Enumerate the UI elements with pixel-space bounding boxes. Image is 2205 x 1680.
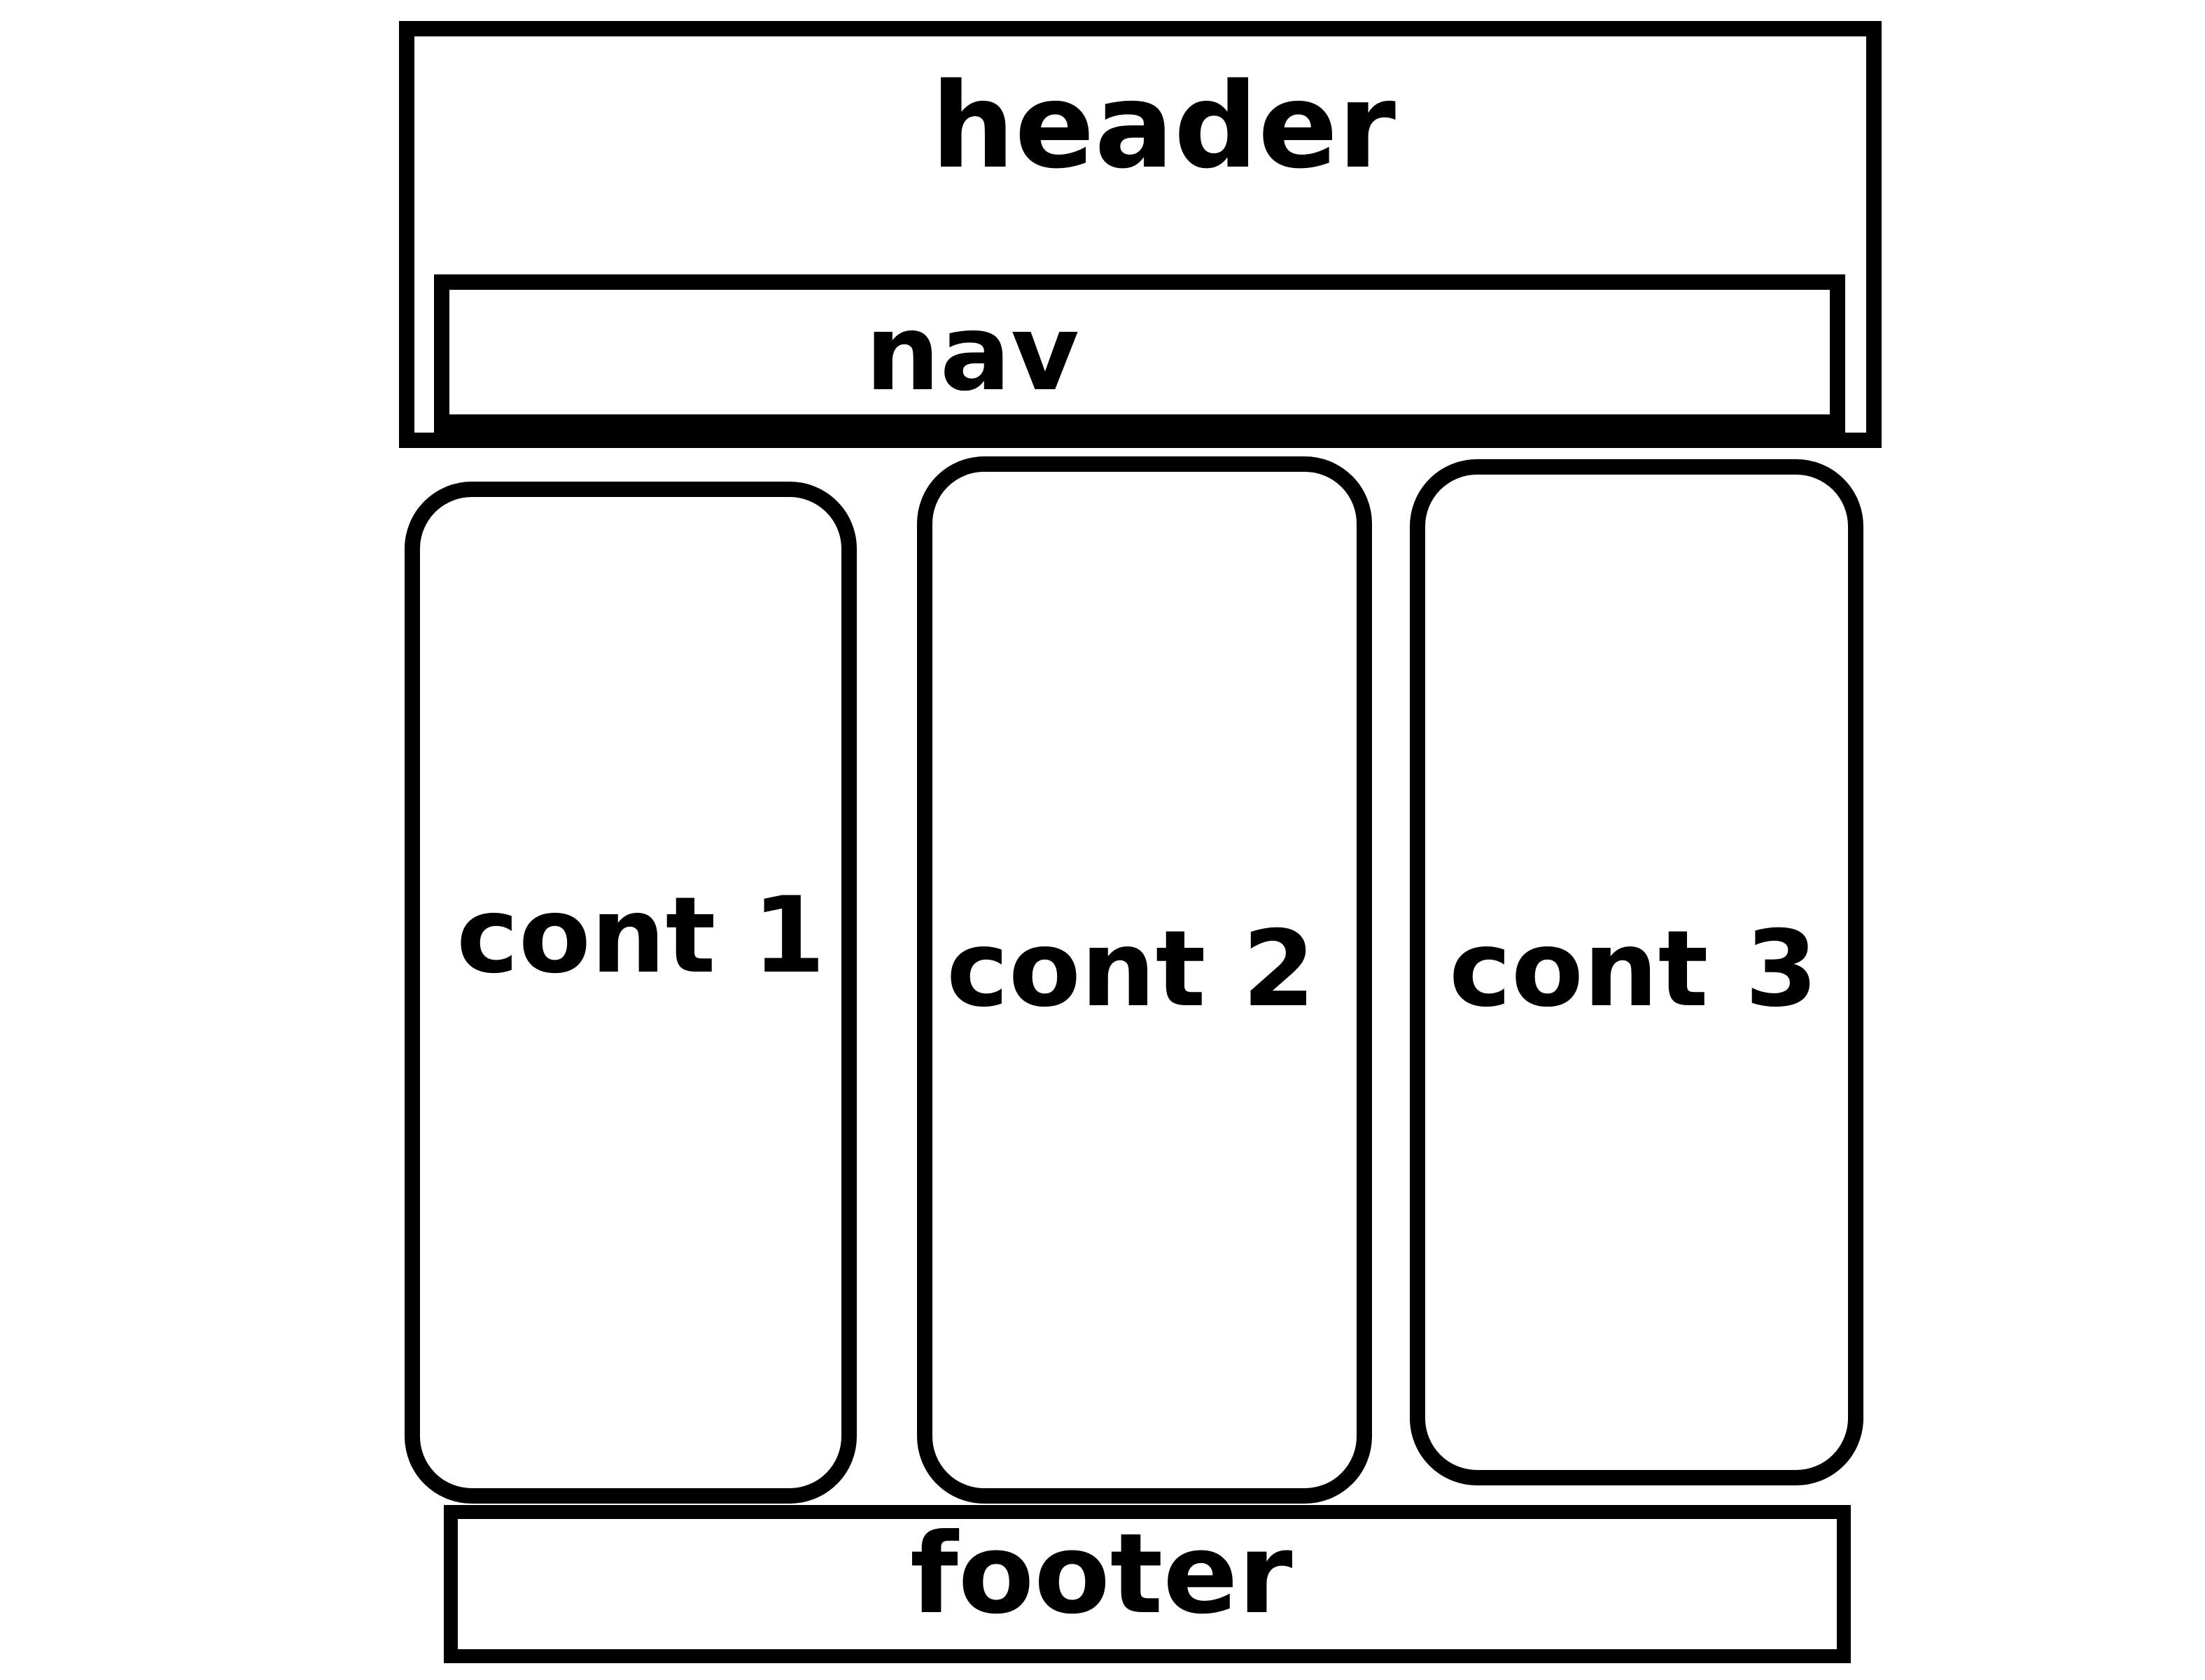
content-column-2	[917, 456, 1372, 1504]
footer-box	[444, 1505, 1851, 1663]
nav-label: nav	[865, 293, 1079, 414]
footer-label: footer	[910, 1510, 1293, 1639]
content-column-1-label: cont 1	[456, 875, 826, 997]
content-column-3-label: cont 3	[1449, 909, 1819, 1030]
nav-box	[434, 274, 1845, 441]
content-column-2-label: cont 2	[946, 909, 1316, 1030]
content-column-3	[1410, 459, 1863, 1485]
content-column-1	[405, 482, 857, 1504]
nav-bottom-edge	[434, 414, 1845, 434]
header-label: header	[931, 57, 1396, 195]
